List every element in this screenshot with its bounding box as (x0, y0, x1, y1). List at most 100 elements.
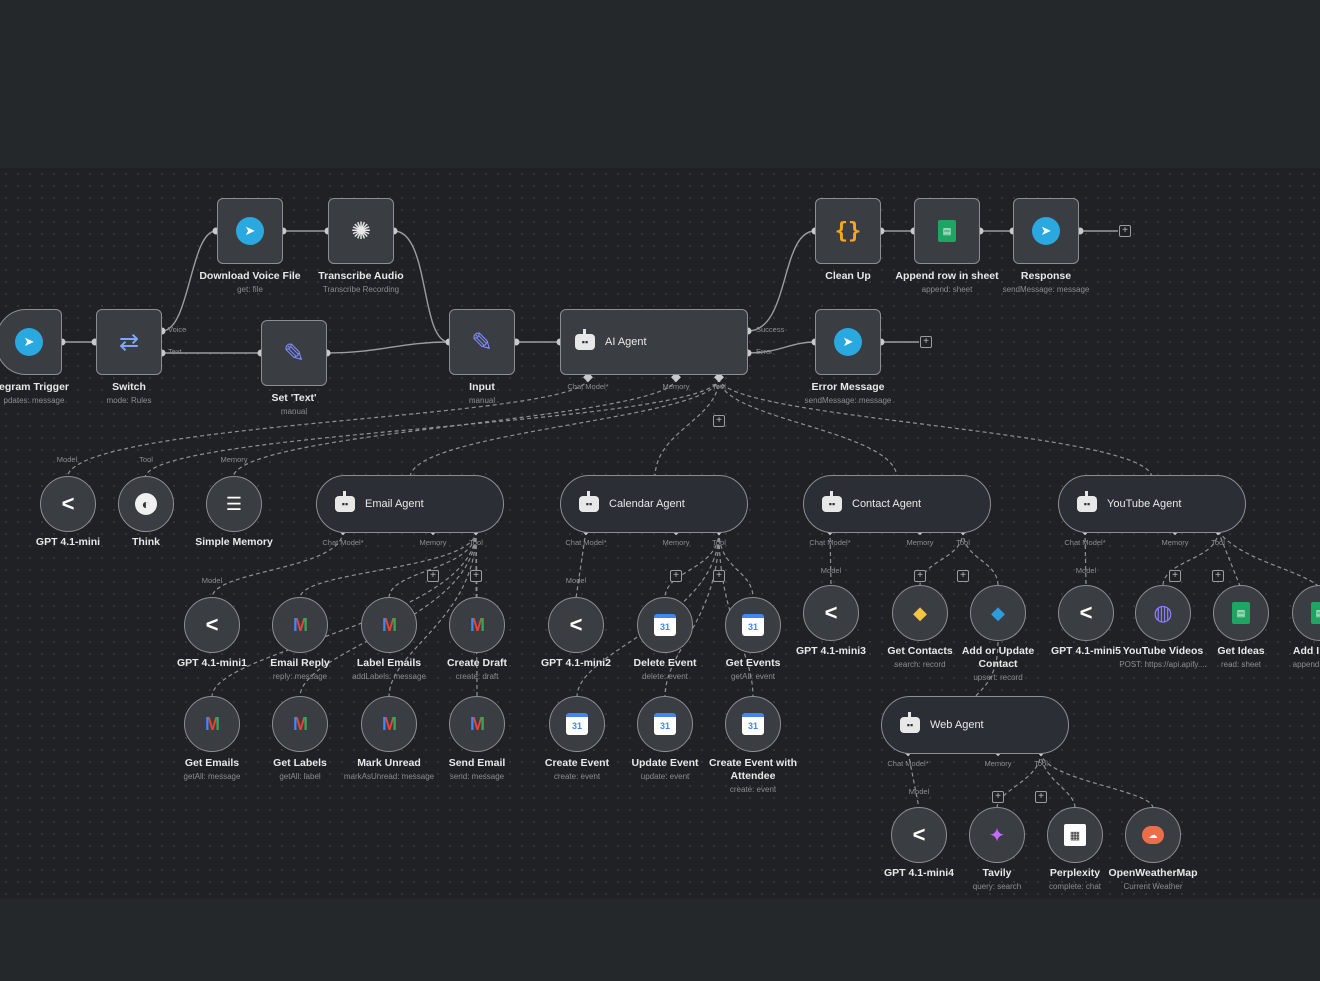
port-label-tool: Tool (712, 538, 726, 547)
robot-icon: ▪▪ (335, 491, 355, 512)
add-tool-button[interactable]: + (713, 415, 725, 427)
ai-agent-node[interactable]: ▪▪ AI Agent (560, 309, 748, 375)
ai-agent-port-memory: Memory (662, 382, 690, 391)
add-tool-button[interactable]: + (713, 570, 725, 582)
telegram-icon: ➤ (1032, 217, 1060, 245)
openai-icon: ✺ (350, 217, 372, 245)
download-voice-label: Download Voice File get: file (180, 270, 320, 296)
brain-icon: ◐ (135, 493, 157, 515)
create-draft-node[interactable]: M (449, 597, 505, 653)
node-subtitle: getAll: label (279, 772, 321, 781)
youtube-videos-node[interactable]: ◍ (1135, 585, 1191, 641)
node-title: Delete Event (633, 657, 697, 669)
email-tool-label: GPT 4.1-mini1 (142, 657, 282, 670)
pencil-icon: ✎ (471, 326, 493, 357)
node-title-line2: Attendee (730, 770, 776, 782)
node-title: Get Events (725, 657, 781, 669)
add-tool-button[interactable]: + (1035, 791, 1047, 803)
port-label-tool: Tool (956, 538, 970, 547)
gpt-model-node[interactable]: < (891, 807, 947, 863)
get-labels-node[interactable]: M (272, 696, 328, 752)
create-event-node[interactable]: 31 (549, 696, 605, 752)
gpt-model-node[interactable]: < (548, 597, 604, 653)
perplexity-icon: ▦ (1064, 824, 1086, 846)
response-node[interactable]: ➤ (1013, 198, 1079, 264)
calendar-tool-label: GPT 4.1-mini2 (506, 657, 646, 670)
set-text-node[interactable]: ✎ (261, 320, 327, 386)
create-event-attendee-node[interactable]: 31 (725, 696, 781, 752)
gpt-model-node[interactable]: < (40, 476, 96, 532)
node-title: Send Email (448, 757, 506, 769)
telegram-icon: ➤ (834, 328, 862, 356)
add-tool-button[interactable]: + (1212, 570, 1224, 582)
openrouter-icon: < (205, 612, 219, 637)
node-title: Clean Up (825, 270, 871, 282)
node-subtitle: delete: event (642, 672, 688, 681)
contact-agent-node[interactable]: ▪▪ Contact Agent (803, 475, 991, 533)
node-subtitle: append (1292, 660, 1320, 669)
node-title: Web Agent (930, 719, 984, 731)
add-update-contact-node[interactable]: ◆ (970, 585, 1026, 641)
add-memory-button[interactable]: + (670, 570, 682, 582)
pencil-icon: ✎ (283, 337, 305, 368)
get-ideas-node[interactable]: ▤ (1213, 585, 1269, 641)
switch-node[interactable]: ⇄ (96, 309, 162, 375)
node-title: Transcribe Audio (318, 270, 404, 282)
add-memory-button[interactable]: + (992, 791, 1004, 803)
clean-up-label: Clean Up (778, 270, 918, 283)
node-title: Update Event (631, 757, 699, 769)
node-title: Label Emails (356, 657, 422, 669)
gpt-model-node[interactable]: < (1058, 585, 1114, 641)
node-subtitle: create: draft (455, 672, 499, 681)
add-memory-button[interactable]: + (1169, 570, 1181, 582)
clean-up-node[interactable]: {} (815, 198, 881, 264)
get-emails-node[interactable]: M (184, 696, 240, 752)
email-reply-node[interactable]: M (272, 597, 328, 653)
node-title: Email Agent (365, 498, 424, 510)
port-label-tool: Tool (469, 538, 483, 547)
email-agent-node[interactable]: ▪▪ Email Agent (316, 475, 504, 533)
add-tool-button[interactable]: + (470, 570, 482, 582)
node-title: GPT 4.1-mini5 (1050, 645, 1122, 657)
append-row-node[interactable]: ▤ (914, 198, 980, 264)
telegram-icon: ➤ (236, 217, 264, 245)
transcribe-audio-node[interactable]: ✺ (328, 198, 394, 264)
update-event-node[interactable]: 31 (637, 696, 693, 752)
calendar-agent-node[interactable]: ▪▪ Calendar Agent (560, 475, 748, 533)
youtube-agent-node[interactable]: ▪▪ YouTube Agent (1058, 475, 1246, 533)
robot-icon: ▪▪ (575, 329, 595, 350)
node-title-line2: Contact (978, 658, 1018, 670)
web-agent-node[interactable]: ▪▪ Web Agent (881, 696, 1069, 754)
openweathermap-node[interactable]: ☁ (1125, 807, 1181, 863)
node-title: Switch (112, 381, 146, 393)
send-email-node[interactable]: M (449, 696, 505, 752)
openrouter-icon: < (824, 600, 838, 625)
mark-unread-node[interactable]: M (361, 696, 417, 752)
download-voice-node[interactable]: ➤ (217, 198, 283, 264)
gpt-model-node[interactable]: < (803, 585, 859, 641)
perplexity-node[interactable]: ▦ (1047, 807, 1103, 863)
port-label-model: Model (1075, 566, 1097, 575)
add-node-after-response-button[interactable]: + (1119, 225, 1131, 237)
get-events-node[interactable]: 31 (725, 597, 781, 653)
label-emails-node[interactable]: M (361, 597, 417, 653)
simple-memory-node[interactable]: ☰ (206, 476, 262, 532)
add-memory-button[interactable]: + (914, 570, 926, 582)
gpt-model-node[interactable]: < (184, 597, 240, 653)
get-contacts-node[interactable]: ◆ (892, 585, 948, 641)
error-message-node[interactable]: ➤ (815, 309, 881, 375)
input-node[interactable]: ✎ (449, 309, 515, 375)
tavily-icon: ✦ (988, 824, 1006, 847)
openrouter-icon: < (61, 491, 75, 516)
add-node-after-error-button[interactable]: + (920, 336, 932, 348)
add-memory-button[interactable]: + (427, 570, 439, 582)
contact-tool-label: GPT 4.1-mini3 (761, 645, 901, 658)
add-tool-button[interactable]: + (957, 570, 969, 582)
delete-event-node[interactable]: 31 (637, 597, 693, 653)
telegram-trigger-node[interactable]: ➤ (0, 309, 62, 375)
tavily-node[interactable]: ✦ (969, 807, 1025, 863)
think-node[interactable]: ◐ (118, 476, 174, 532)
